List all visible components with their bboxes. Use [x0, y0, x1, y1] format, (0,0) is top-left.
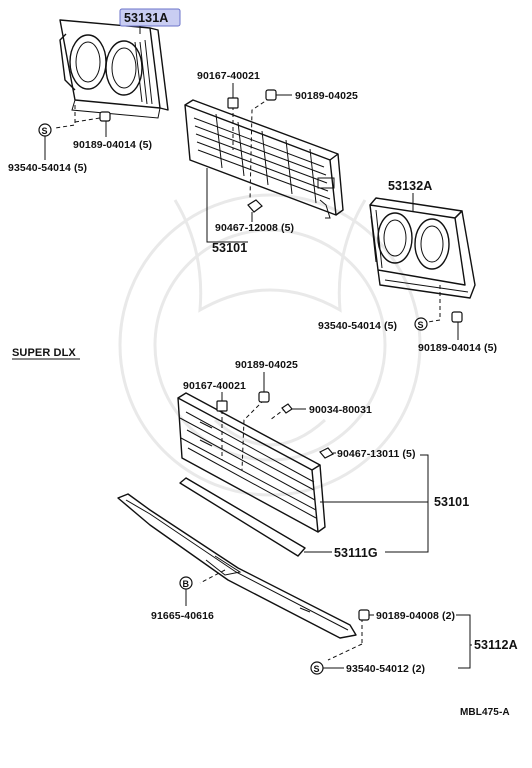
label-90189-04008[interactable]: 90189-04008 (2)	[376, 610, 455, 622]
label-90167-40021-mid[interactable]: 90167-40021	[183, 380, 246, 392]
watermark-emblem	[118, 193, 422, 497]
label-53131a[interactable]: 53131A	[124, 11, 168, 25]
label-93540-54014-right[interactable]: 93540-54014 (5)	[318, 320, 397, 332]
headlamp-housing-53131a[interactable]	[59, 19, 169, 119]
highlight-box	[119, 8, 181, 27]
label-53112a[interactable]: 53112A	[474, 638, 518, 652]
label-90467-13011[interactable]: 90467-13011 (5)	[337, 448, 416, 460]
screw-s-marker-lower: S	[310, 661, 324, 675]
clip-nut-icon-right	[451, 311, 463, 323]
clip-nut-icon-mid	[258, 391, 270, 403]
clip-nut-icon-top	[265, 89, 277, 101]
label-90167-40021-top[interactable]: 90167-40021	[197, 70, 260, 82]
section-label-super-dlx: SUPER DLX	[12, 347, 76, 359]
clip-nut-icon	[99, 111, 111, 122]
label-93540-54014-left[interactable]: 93540-54014 (5)	[8, 162, 87, 174]
svg-text:S: S	[418, 320, 424, 330]
label-90189-04014-right[interactable]: 90189-04014 (5)	[418, 342, 497, 354]
label-93540-54012[interactable]: 93540-54012 (2)	[346, 663, 425, 675]
svg-text:B: B	[183, 579, 190, 589]
screw-s-marker: S	[38, 123, 52, 137]
label-53132a[interactable]: 53132A	[388, 179, 432, 193]
label-91665-40616[interactable]: 91665-40616	[151, 610, 214, 622]
svg-text:S: S	[42, 126, 48, 136]
headlamp-housing-53132a[interactable]	[369, 197, 476, 299]
grille-clip-icon-mid	[319, 447, 334, 459]
label-90189-04025-mid[interactable]: 90189-04025	[235, 359, 298, 371]
label-90034-80031[interactable]: 90034-80031	[309, 404, 372, 416]
label-90467-12008[interactable]: 90467-12008 (5)	[215, 222, 294, 234]
radiator-grille-lower[interactable]	[177, 392, 326, 533]
svg-text:S: S	[314, 664, 320, 674]
bolt-b-marker: B	[179, 576, 193, 590]
label-53101-mid[interactable]: 53101	[434, 495, 469, 509]
label-53111g[interactable]: 53111G	[334, 546, 378, 560]
drawing-code: MBL475-A	[460, 707, 510, 718]
front-lower-panel-53112a[interactable]	[117, 493, 357, 639]
label-53101-top[interactable]: 53101	[212, 241, 247, 255]
clip-nut-icon-lower	[358, 609, 370, 621]
bolt-icon-mid	[216, 400, 228, 412]
bolt-icon	[227, 97, 239, 109]
label-90189-04025-top[interactable]: 90189-04025	[295, 90, 358, 102]
grille-clip-icon	[247, 199, 263, 213]
label-90189-04014-left[interactable]: 90189-04014 (5)	[73, 139, 152, 151]
screw-s-marker-right: S	[414, 317, 428, 331]
screw-icon-90034	[281, 403, 293, 414]
radiator-grille-upper[interactable]	[184, 99, 344, 219]
grille-moulding-53111g[interactable]	[179, 477, 306, 557]
